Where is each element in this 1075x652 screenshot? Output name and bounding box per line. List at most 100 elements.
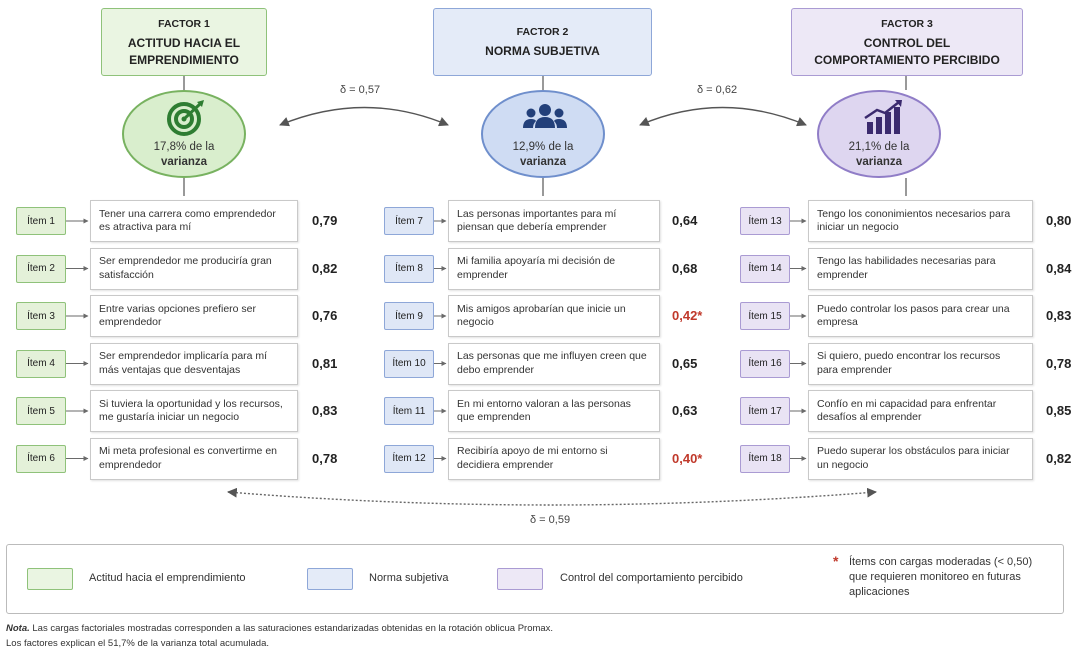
item-label: Ítem 14: [740, 254, 790, 283]
legend-star-icon: *: [833, 553, 839, 569]
note-label: Nota.: [6, 623, 30, 634]
factor1-variance-ellipse: 17,8% de la varianza: [122, 90, 246, 178]
item-label: Ítem 9: [384, 302, 434, 330]
item-label: Ítem 3: [16, 302, 66, 330]
legend-swatch-f3: [497, 568, 543, 590]
factor3-title: CONTROL DEL COMPORTAMIENTO PERCIBIDO: [814, 35, 1000, 67]
item-statement: Si tuviera la oportunidad y los recursos…: [90, 390, 298, 432]
correlation-f2-f3: δ = 0,62: [697, 84, 738, 96]
item-loading: 0,76: [312, 308, 338, 323]
legend: Actitud hacia el emprendimiento Norma su…: [6, 544, 1064, 614]
factor1-variance-pre: de la: [189, 141, 215, 153]
factor3-variance-pct: 21,1%: [848, 141, 882, 153]
factor3-variance: 21,1% de la varianza: [819, 140, 939, 170]
factor3-header: FACTOR 3 CONTROL DEL COMPORTAMIENTO PERC…: [791, 8, 1023, 76]
note-text1: Las cargas factoriales mostradas corresp…: [32, 623, 554, 634]
factor3-variance-ellipse: 21,1% de la varianza: [817, 90, 941, 178]
item-statement: Ser emprendedor implicaría para mí más v…: [90, 342, 298, 385]
item-statement: En mi entorno valoran a las personas que…: [448, 390, 660, 432]
legend-label-f1: Actitud hacia el emprendimiento: [89, 572, 246, 584]
legend-label-f2: Norma subjetiva: [369, 572, 449, 584]
factor2-variance-pct: 12,9%: [512, 141, 546, 153]
item-loading: 0,82: [1046, 450, 1072, 466]
legend-swatch-f1: [27, 568, 73, 590]
item-label: Ítem 13: [740, 207, 790, 235]
item-loading: 0,84: [1046, 260, 1072, 276]
factor1-variance-word: varianza: [160, 156, 208, 168]
group-icon: [483, 100, 603, 136]
item-loading: 0,82: [312, 260, 338, 276]
item-loading: 0,68: [672, 260, 698, 276]
item-statement: Recibiría apoyo de mi entorno si decidie…: [448, 437, 660, 480]
legend-moderate-note: Ítems con cargas moderadas (< 0,50) que …: [849, 556, 1033, 598]
item-statement: Las personas importantes para mí piensan…: [448, 200, 660, 242]
item-statement: Tengo las habilidades necesarias para em…: [808, 247, 1033, 290]
item-label: Ítem 10: [384, 349, 434, 378]
item-statement: Mi familia apoyaría mi decisión de empre…: [448, 247, 660, 290]
legend-label-f3: Control del comportamiento percibido: [560, 572, 743, 584]
item-label: Ítem 8: [384, 254, 434, 283]
factor1-number: FACTOR 1: [158, 17, 210, 30]
factor2-number: FACTOR 2: [516, 26, 569, 38]
factor2-header: FACTOR 2 NORMA SUBJETIVA: [433, 8, 652, 76]
item-statement: Tener una carrera como emprendedor es at…: [90, 200, 298, 242]
item-label: Ítem 7: [384, 207, 434, 235]
item-label: Ítem 6: [16, 444, 66, 473]
item-statement: Puedo superar los obstáculos para inicia…: [808, 437, 1033, 480]
factor1-title: ACTITUD HACIA EL EMPRENDIMIENTO: [127, 35, 241, 67]
item-loading-moderate: 0,42*: [672, 308, 703, 323]
item-label: Ítem 11: [384, 397, 434, 425]
item-loading: 0,78: [1046, 355, 1072, 371]
factor1-variance-pct: 17,8%: [153, 141, 187, 153]
correlation-f1-f2: δ = 0,57: [340, 84, 381, 96]
item-loading: 0,78: [312, 450, 338, 466]
item-loading: 0,63: [672, 403, 698, 418]
item-loading: 0,81: [312, 355, 338, 371]
item-label: Ítem 4: [16, 349, 66, 378]
item-statement: Mis amigos aprobarían que inicie un nego…: [448, 295, 660, 337]
item-label: Ítem 5: [16, 397, 66, 425]
item-loading: 0,80: [1046, 213, 1072, 228]
item-label: Ítem 18: [740, 444, 790, 473]
item-statement: Mi meta profesional es convertirme en em…: [90, 437, 298, 480]
item-statement: Entre varias opciones prefiero ser empre…: [90, 295, 298, 337]
item-statement: Puedo controlar los pasos para crear una…: [808, 295, 1033, 337]
item-loading: 0,79: [312, 213, 338, 228]
item-loading-moderate: 0,40*: [672, 450, 703, 466]
item-statement: Si quiero, puedo encontrar los recursos …: [808, 342, 1033, 385]
item-statement: Ser emprendedor me produciría gran satis…: [90, 247, 298, 290]
factor3-number: FACTOR 3: [881, 17, 933, 30]
factor2-variance-ellipse: 12,9% de la varianza: [481, 90, 605, 178]
item-loading: 0,83: [1046, 308, 1072, 323]
growth-chart-icon: [819, 100, 939, 136]
item-label: Ítem 16: [740, 349, 790, 378]
factor3-variance-word: varianza: [855, 156, 903, 168]
correlation-f1-f3: δ = 0,59: [530, 514, 571, 526]
item-loading: 0,83: [312, 403, 338, 418]
factor2-variance-word: varianza: [519, 156, 567, 168]
correlation-arrow-f1-f3: [227, 487, 877, 506]
factor3-variance-pre: de la: [884, 141, 910, 153]
item-label: Ítem 15: [740, 302, 790, 330]
item-loading: 0,85: [1046, 403, 1072, 418]
note-line1: Nota. Las cargas factoriales mostradas c…: [6, 623, 553, 634]
factor2-title: NORMA SUBJETIVA: [485, 44, 600, 58]
legend-swatch-f2: [307, 568, 353, 590]
item-statement: Las personas que me influyen creen que d…: [448, 342, 660, 385]
correlation-arrow-f2-f3: [639, 106, 807, 127]
item-label: Ítem 17: [740, 397, 790, 425]
item-statement: Confío en mi capacidad para enfrentar de…: [808, 390, 1033, 432]
factor2-variance-pre: de la: [548, 141, 574, 153]
factor1-header: FACTOR 1 ACTITUD HACIA EL EMPRENDIMIENTO: [101, 8, 267, 76]
item-label: Ítem 12: [384, 444, 434, 473]
factor1-variance: 17,8% de la varianza: [124, 140, 244, 170]
target-icon: [124, 100, 244, 136]
item-loading: 0,65: [672, 355, 698, 371]
note-line2: Los factores explican el 51,7% de la var…: [6, 638, 269, 649]
item-label: Ítem 2: [16, 254, 66, 283]
item-arrows: [66, 218, 807, 461]
correlation-arrow-f1-f2: [279, 106, 449, 127]
item-label: Ítem 1: [16, 207, 66, 235]
factor2-variance: 12,9% de la varianza: [483, 140, 603, 170]
